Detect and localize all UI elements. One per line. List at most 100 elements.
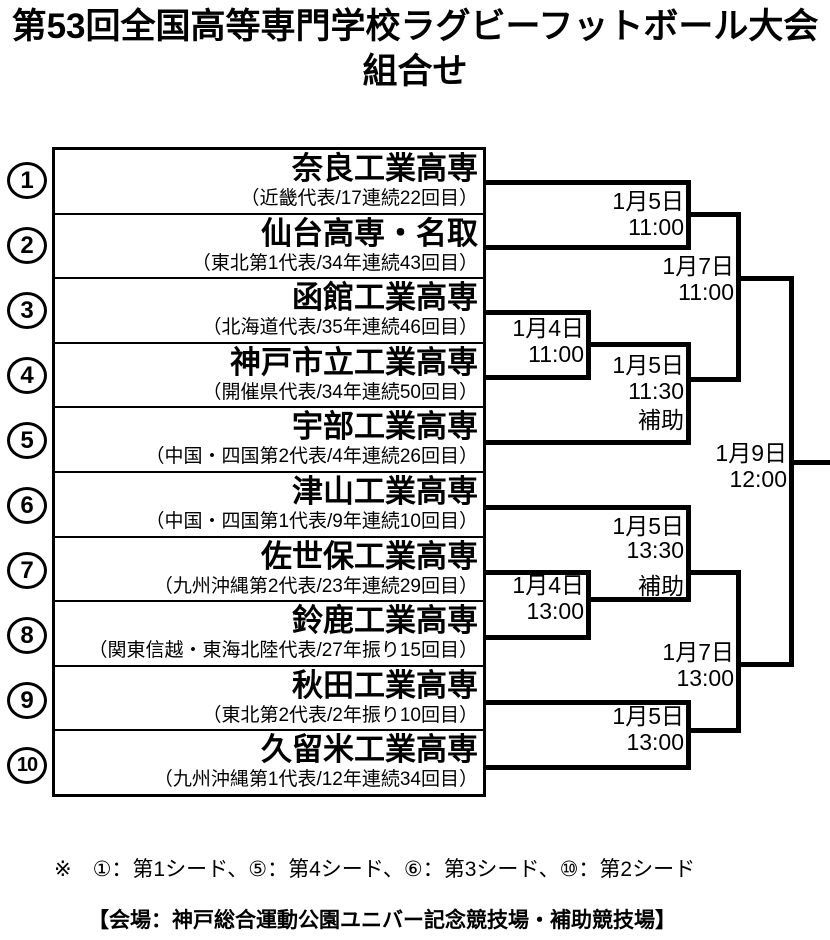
bracket-line bbox=[486, 635, 591, 640]
seed-badge-1: 1 bbox=[7, 162, 47, 199]
bracket-line bbox=[736, 212, 741, 382]
bracket-line bbox=[486, 375, 591, 380]
match-date: 1月7日 bbox=[662, 639, 734, 665]
bracket-line bbox=[686, 728, 741, 733]
team-note: （関東信越・東海北陸代表/27年振り15回目） bbox=[88, 640, 478, 662]
match-label-1v2: 1月5日 11:00 bbox=[612, 188, 684, 240]
match-date: 1月5日 bbox=[612, 513, 684, 539]
bracket-line bbox=[586, 597, 691, 602]
seed-number: 2 bbox=[20, 231, 34, 259]
seed-legend: ※ ①：第1シード、⑤：第4シード、⑥：第3シード、⑩：第2シード bbox=[54, 858, 696, 881]
bracket-line bbox=[686, 700, 691, 770]
team-note: （中国・四国第2代表/4年連続26回目） bbox=[145, 446, 478, 468]
seed-badge-7: 7 bbox=[7, 552, 47, 589]
bracket-line bbox=[486, 180, 691, 185]
seed-badge-10: 10 bbox=[7, 747, 47, 784]
seed-number: 7 bbox=[20, 556, 34, 584]
team-note: （九州沖縄第1代表/12年連続34回目） bbox=[153, 769, 478, 791]
team-row-10: 久留米工業高専 （九州沖縄第1代表/12年連続34回目） bbox=[55, 731, 483, 794]
team-row-5: 宇部工業高専 （中国・四国第2代表/4年連続26回目） bbox=[55, 408, 483, 473]
bracket-line bbox=[486, 440, 691, 445]
bracket-line bbox=[486, 765, 691, 770]
match-time: 13:00 bbox=[676, 665, 734, 691]
match-time: 13:00 bbox=[626, 729, 684, 755]
seed-badge-2: 2 bbox=[7, 227, 47, 264]
team-row-4: 神戸市立工業高専 （開催県代表/34年連続50回目） bbox=[55, 344, 483, 409]
match-time: 11:30 bbox=[628, 378, 684, 404]
page-title: 第53回全国高等専門学校ラグビーフットボール大会 組合せ bbox=[0, 4, 830, 94]
team-row-3: 函館工業高専 （北海道代表/35年連続46回目） bbox=[55, 279, 483, 344]
match-time: 11:00 bbox=[628, 214, 684, 240]
team-row-6: 津山工業高専 （中国・四国第1代表/9年連続10回目） bbox=[55, 473, 483, 538]
team-note: （東北第1代表/34年連続43回目） bbox=[191, 252, 478, 274]
team-note: （近畿代表/17連続22回目） bbox=[240, 188, 478, 209]
team-name: 鈴鹿工業高専 bbox=[292, 603, 478, 639]
venue-note: 【会場：神戸総合運動公園ユニバー記念競技場・補助競技場】 bbox=[88, 909, 676, 932]
team-note: （九州沖縄第2代表/23年連続29回目） bbox=[153, 575, 478, 597]
bracket-line bbox=[789, 460, 830, 465]
team-name: 函館工業高専 bbox=[292, 280, 478, 316]
team-note: （北海道代表/35年連続46回目） bbox=[202, 317, 478, 339]
seed-badge-3: 3 bbox=[7, 292, 47, 329]
match-label-w34-v5: 1月5日 11:30 補助 bbox=[612, 352, 684, 433]
team-row-1: 奈良工業高専 （近畿代表/17連続22回目） bbox=[55, 150, 483, 215]
team-name: 秋田工業高専 bbox=[292, 667, 478, 703]
match-time: 11:00 bbox=[528, 341, 584, 367]
title-line2: 組合せ bbox=[362, 52, 468, 91]
seed-number: 3 bbox=[20, 296, 34, 324]
match-time: 11:00 bbox=[678, 279, 734, 305]
bracket-line bbox=[736, 662, 794, 667]
team-note: （東北第2代表/2年振り10回目） bbox=[202, 704, 478, 726]
team-name: 津山工業高専 bbox=[292, 473, 478, 509]
match-date: 1月9日 bbox=[715, 440, 787, 466]
bracket-line bbox=[736, 570, 741, 733]
team-note: （中国・四国第1代表/9年連続10回目） bbox=[145, 510, 478, 532]
match-date: 1月5日 bbox=[612, 703, 684, 729]
seed-badge-4: 4 bbox=[7, 357, 47, 394]
seed-badge-6: 6 bbox=[7, 487, 47, 524]
bracket-line bbox=[486, 310, 591, 315]
bracket-line bbox=[686, 377, 741, 382]
bracket-line bbox=[789, 276, 794, 667]
match-venue: 補助 bbox=[638, 407, 684, 433]
match-label-semifinal-top: 1月7日 11:00 bbox=[662, 253, 734, 305]
seed-number: 4 bbox=[20, 361, 34, 389]
match-label-9v10: 1月5日 13:00 bbox=[612, 703, 684, 755]
team-name: 宇部工業高専 bbox=[292, 409, 478, 445]
match-label-final: 1月9日 12:00 bbox=[715, 440, 787, 492]
match-date: 1月5日 bbox=[612, 352, 684, 378]
seed-number: 8 bbox=[20, 621, 34, 649]
match-label-3v4: 1月4日 11:00 bbox=[512, 315, 584, 367]
match-time: 13:00 bbox=[526, 598, 584, 624]
bracket-line bbox=[586, 342, 691, 347]
bracket-line bbox=[686, 570, 741, 575]
match-date: 1月7日 bbox=[662, 253, 734, 279]
team-name: 奈良工業高専 bbox=[292, 151, 478, 186]
bracket-line bbox=[486, 245, 691, 250]
title-line1: 第53回全国高等専門学校ラグビーフットボール大会 bbox=[11, 7, 819, 46]
seed-badge-9: 9 bbox=[7, 682, 47, 719]
team-name: 仙台高専・名取 bbox=[261, 215, 478, 251]
bracket-line bbox=[686, 212, 741, 217]
team-row-2: 仙台高専・名取 （東北第1代表/34年連続43回目） bbox=[55, 215, 483, 280]
seed-number: 5 bbox=[20, 426, 34, 454]
match-venue: 補助 bbox=[638, 573, 684, 599]
match-label-6-vw78: 1月5日 13:30 補助 bbox=[612, 514, 684, 598]
team-row-8: 鈴鹿工業高専 （関東信越・東海北陸代表/27年振り15回目） bbox=[55, 602, 483, 667]
seed-badge-5: 5 bbox=[7, 422, 47, 459]
seed-number: 9 bbox=[20, 686, 34, 714]
seed-number: 1 bbox=[20, 166, 34, 194]
team-table: 奈良工業高専 （近畿代表/17連続22回目） 仙台高専・名取 （東北第1代表/3… bbox=[52, 147, 486, 797]
team-row-9: 秋田工業高専 （東北第2代表/2年振り10回目） bbox=[55, 667, 483, 732]
bracket-line bbox=[586, 570, 591, 640]
seed-badge-8: 8 bbox=[7, 617, 47, 654]
match-label-7v8: 1月4日 13:00 bbox=[512, 572, 584, 624]
bracket-line bbox=[736, 276, 794, 281]
match-date: 1月5日 bbox=[612, 188, 684, 214]
team-name: 久留米工業高専 bbox=[261, 732, 478, 768]
match-date: 1月4日 bbox=[512, 572, 584, 598]
team-name: 神戸市立工業高専 bbox=[230, 344, 478, 380]
match-date: 1月4日 bbox=[512, 315, 584, 341]
bracket-line bbox=[686, 505, 691, 602]
